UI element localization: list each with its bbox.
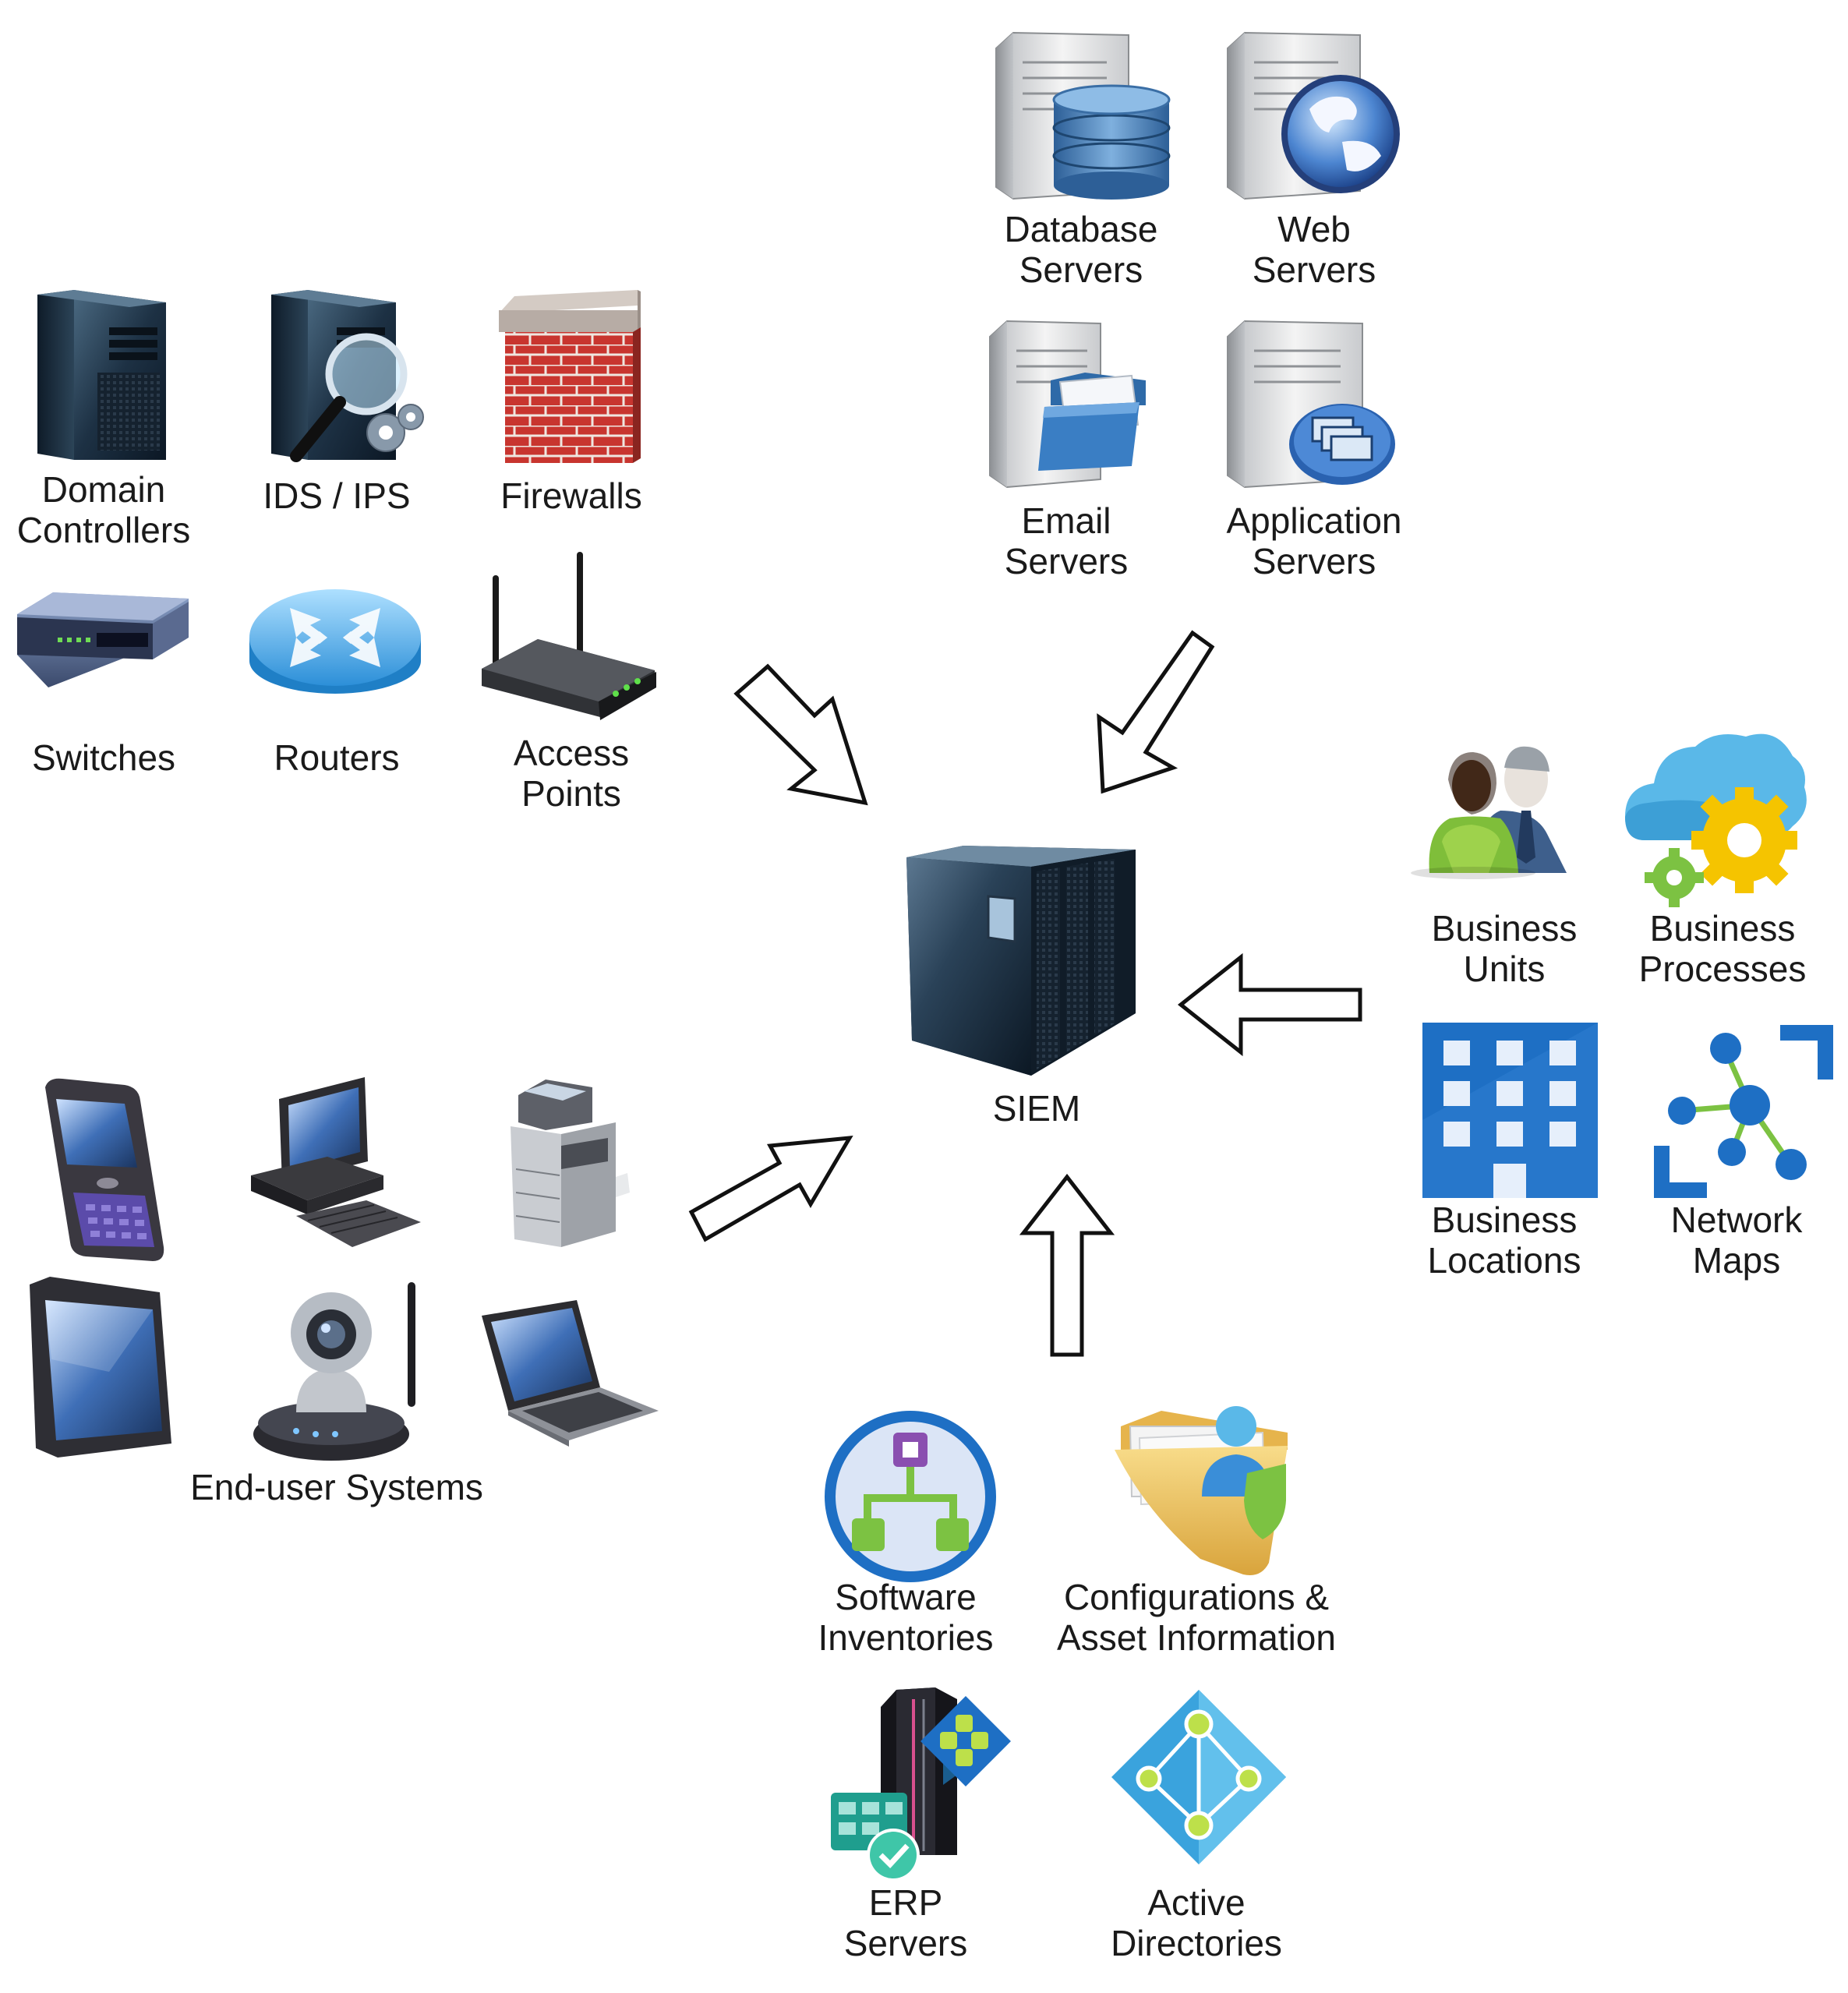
database-server-icon bbox=[995, 31, 1171, 200]
email-server-icon bbox=[989, 320, 1146, 489]
label-active-directories: Active Directories bbox=[1025, 1882, 1368, 1963]
desktop-computer-icon bbox=[251, 1077, 421, 1247]
label-line: Units bbox=[1463, 949, 1546, 989]
label-business-locations: Business Locations bbox=[1333, 1200, 1676, 1281]
arrow-endusers-to-siem bbox=[688, 1136, 853, 1242]
server-tower-icon bbox=[37, 290, 166, 460]
arrow-network-to-siem bbox=[733, 663, 868, 806]
label-line: IDS / IPS bbox=[263, 475, 411, 516]
network-map-icon bbox=[1654, 1025, 1833, 1198]
label-line: Locations bbox=[1427, 1240, 1581, 1281]
label-routers: Routers bbox=[165, 737, 508, 778]
label-line: Business bbox=[1649, 908, 1796, 949]
gear-icon bbox=[1691, 787, 1797, 893]
erp-server-icon bbox=[831, 1687, 1011, 1882]
label-network-maps: Network Maps bbox=[1565, 1200, 1848, 1281]
arrow-inventories-to-siem bbox=[1019, 1173, 1115, 1357]
hollow-arrow-icon bbox=[688, 630, 1362, 1357]
label-configurations-asset-information: Configurations & Asset Information bbox=[994, 1577, 1399, 1658]
label-software-inventories: Software Inventories bbox=[734, 1577, 1077, 1658]
label-line: Servers bbox=[1252, 541, 1376, 581]
label-line: ERP bbox=[868, 1882, 943, 1923]
label-siem: SIEM bbox=[865, 1088, 1208, 1129]
brick-firewall-icon bbox=[499, 290, 641, 463]
label-ids-ips: IDS / IPS bbox=[165, 475, 508, 516]
web-server-icon bbox=[1227, 31, 1400, 200]
label-business-processes: Business Processes bbox=[1551, 908, 1848, 989]
siem-server-rack-icon bbox=[906, 846, 1136, 1076]
label-business-units: Business Units bbox=[1333, 908, 1676, 989]
label-line: Web bbox=[1277, 209, 1351, 249]
label-application-servers: Application Servers bbox=[1143, 500, 1486, 581]
label-line: Network bbox=[1670, 1200, 1803, 1240]
label-line: Servers bbox=[843, 1923, 968, 1963]
label-line: Processes bbox=[1638, 949, 1807, 989]
people-icon bbox=[1411, 746, 1567, 879]
label-database-servers: Database Servers bbox=[910, 209, 1253, 290]
label-line: Domain bbox=[41, 469, 166, 510]
label-line: Asset Information bbox=[1057, 1617, 1336, 1658]
tablet-icon bbox=[30, 1277, 171, 1458]
workflow-icon bbox=[825, 1411, 996, 1582]
application-server-icon bbox=[1227, 320, 1395, 489]
active-directory-icon bbox=[1111, 1690, 1286, 1864]
label-firewalls: Firewalls bbox=[400, 475, 743, 516]
label-line: Software bbox=[835, 1577, 977, 1617]
label-line: Points bbox=[521, 773, 621, 814]
label-line: Inventories bbox=[818, 1617, 994, 1658]
label-line: Switches bbox=[31, 737, 176, 778]
label-line: Configurations & bbox=[1063, 1577, 1330, 1617]
label-access-points: Access Points bbox=[400, 733, 743, 814]
label-switches: Switches bbox=[0, 737, 275, 778]
smartphone-icon bbox=[45, 1078, 164, 1261]
label-line: Access bbox=[513, 733, 630, 773]
label-line: Application bbox=[1226, 500, 1402, 541]
label-line: End-user Systems bbox=[190, 1467, 483, 1507]
label-end-user-systems: End-user Systems bbox=[103, 1467, 571, 1507]
cloud-gears-icon bbox=[1625, 733, 1807, 907]
label-line: Business bbox=[1431, 908, 1578, 949]
label-email-servers: Email Servers bbox=[895, 500, 1238, 581]
arrow-business-to-siem bbox=[1177, 952, 1362, 1057]
network-switch-icon bbox=[17, 592, 189, 687]
label-line: Business bbox=[1431, 1200, 1578, 1240]
label-line: Servers bbox=[1252, 249, 1376, 290]
label-line: Maps bbox=[1692, 1240, 1781, 1281]
label-web-servers: Web Servers bbox=[1143, 209, 1486, 290]
label-line: Routers bbox=[274, 737, 400, 778]
label-line: Email bbox=[1021, 500, 1111, 541]
office-building-icon bbox=[1422, 1023, 1598, 1198]
webcam-icon bbox=[253, 1282, 415, 1461]
wireless-access-point-icon bbox=[482, 552, 656, 720]
folder-user-icon bbox=[1115, 1406, 1288, 1575]
label-line: Servers bbox=[1019, 249, 1143, 290]
label-line: SIEM bbox=[992, 1088, 1081, 1129]
printer-copier-icon bbox=[511, 1080, 630, 1247]
arrow-servers-to-siem bbox=[1097, 630, 1215, 794]
intrusion-detection-icon bbox=[271, 290, 424, 462]
label-line: Servers bbox=[1004, 541, 1129, 581]
label-line: Database bbox=[1004, 209, 1158, 249]
label-line: Controllers bbox=[16, 510, 191, 550]
label-erp-servers: ERP Servers bbox=[734, 1882, 1077, 1963]
laptop-icon bbox=[482, 1300, 659, 1447]
label-line: Directories bbox=[1111, 1923, 1282, 1963]
router-icon bbox=[249, 589, 421, 694]
label-line: Firewalls bbox=[500, 475, 642, 516]
label-line: Active bbox=[1147, 1882, 1246, 1923]
label-domain-controllers: Domain Controllers bbox=[0, 469, 275, 550]
